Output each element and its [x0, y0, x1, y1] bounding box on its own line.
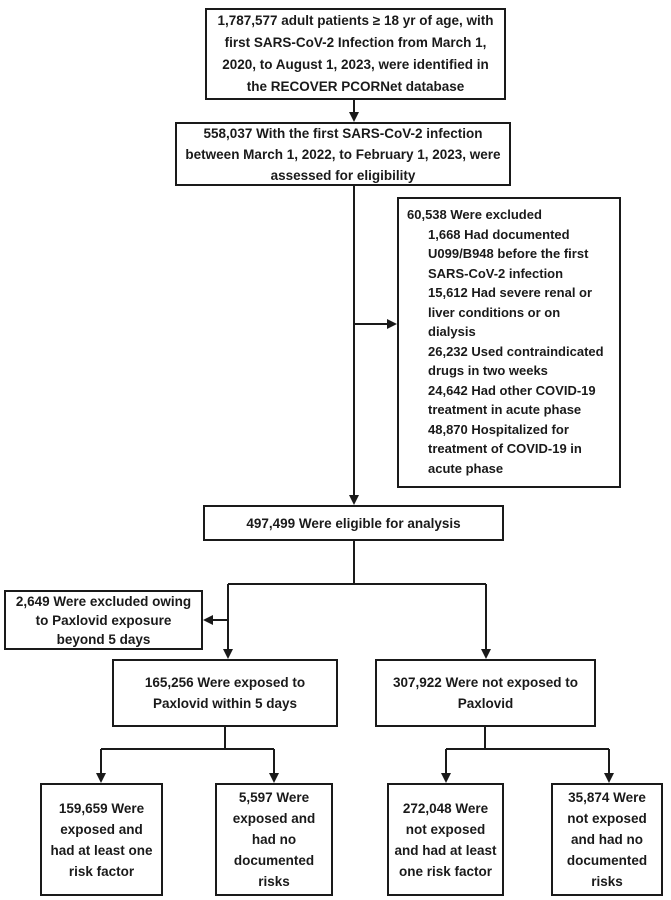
exclusion-item: 1,668 Had documented U099/B948 before th…: [428, 226, 589, 281]
exclusion-item: 26,232 Used contraindicated drugs in two…: [428, 343, 604, 379]
box-exposed-to-paxlovid: 165,256 Were exposed to Paxlovid within …: [112, 659, 338, 727]
box-exposed-no-risk-text: 5,597 Were exposed and had no documented…: [232, 790, 316, 889]
arrowhead-exposed: [223, 649, 233, 659]
box-excluded-paxlovid-beyond-5-days: 2,649 Were excluded owing to Paxlovid ex…: [4, 590, 203, 650]
box-exposed-with-risk-factor: 159,659 Were exposed and had at least on…: [40, 783, 163, 896]
box-not-exposed-text: 307,922 Were not exposed to Paxlovid: [392, 675, 579, 711]
box-eligible-for-analysis: 497,499 Were eligible for analysis: [203, 505, 504, 541]
box-exposed-risk-text: 159,659 Were exposed and had at least on…: [50, 800, 153, 879]
box-exclusion-reasons: 60,538 Were excluded 1,668 Had documente…: [397, 197, 621, 488]
arrowhead-exclusion: [387, 319, 397, 329]
box-identified-text: 1,787,577 adult patients ≥ 18 yr of age,…: [217, 13, 494, 94]
box-eligible-text: 497,499 Were eligible for analysis: [246, 515, 461, 531]
box-not-exposed-to-paxlovid: 307,922 Were not exposed to Paxlovid: [375, 659, 596, 727]
exclusion-item: 15,612 Had severe renal or liver conditi…: [428, 285, 593, 339]
box-not-exposed-with-risk-factor: 272,048 Were not exposed and had at leas…: [387, 783, 504, 896]
box-not-exposed-no-documented-risks: 35,874 Were not exposed and had no docum…: [551, 783, 663, 896]
exclusion-title: 60,538 Were excluded: [407, 207, 542, 222]
box-exposed-no-documented-risks: 5,597 Were exposed and had no documented…: [215, 783, 333, 896]
box-assessed-eligibility: 558,037 With the first SARS-CoV-2 infect…: [175, 122, 511, 186]
box-identified-patients: 1,787,577 adult patients ≥ 18 yr of age,…: [205, 8, 506, 100]
box-not-exposed-no-risk-text: 35,874 Were not exposed and had no docum…: [566, 790, 648, 889]
arrowhead-assessed: [349, 112, 359, 122]
exclusion-item: 48,870 Hospitalized for treatment of COV…: [428, 421, 582, 476]
arrowhead-not-exposed-risk: [441, 773, 451, 783]
arrowhead-exposed-no-risk: [269, 773, 279, 783]
arrowhead-not-exposed-no-risk: [604, 773, 614, 783]
arrowhead-excluded-paxlovid: [203, 615, 213, 625]
arrowhead-not-exposed: [481, 649, 491, 659]
box-assessed-text: 558,037 With the first SARS-CoV-2 infect…: [185, 125, 501, 183]
box-excluded-paxlovid-text: 2,649 Were excluded owing to Paxlovid ex…: [15, 593, 192, 647]
box-not-exposed-risk-text: 272,048 Were not exposed and had at leas…: [394, 800, 497, 879]
arrowhead-eligible: [349, 495, 359, 505]
exclusion-item: 24,642 Had other COVID-19 treatment in a…: [428, 382, 596, 418]
arrowhead-exposed-risk: [96, 773, 106, 783]
box-exposed-text: 165,256 Were exposed to Paxlovid within …: [144, 675, 306, 711]
